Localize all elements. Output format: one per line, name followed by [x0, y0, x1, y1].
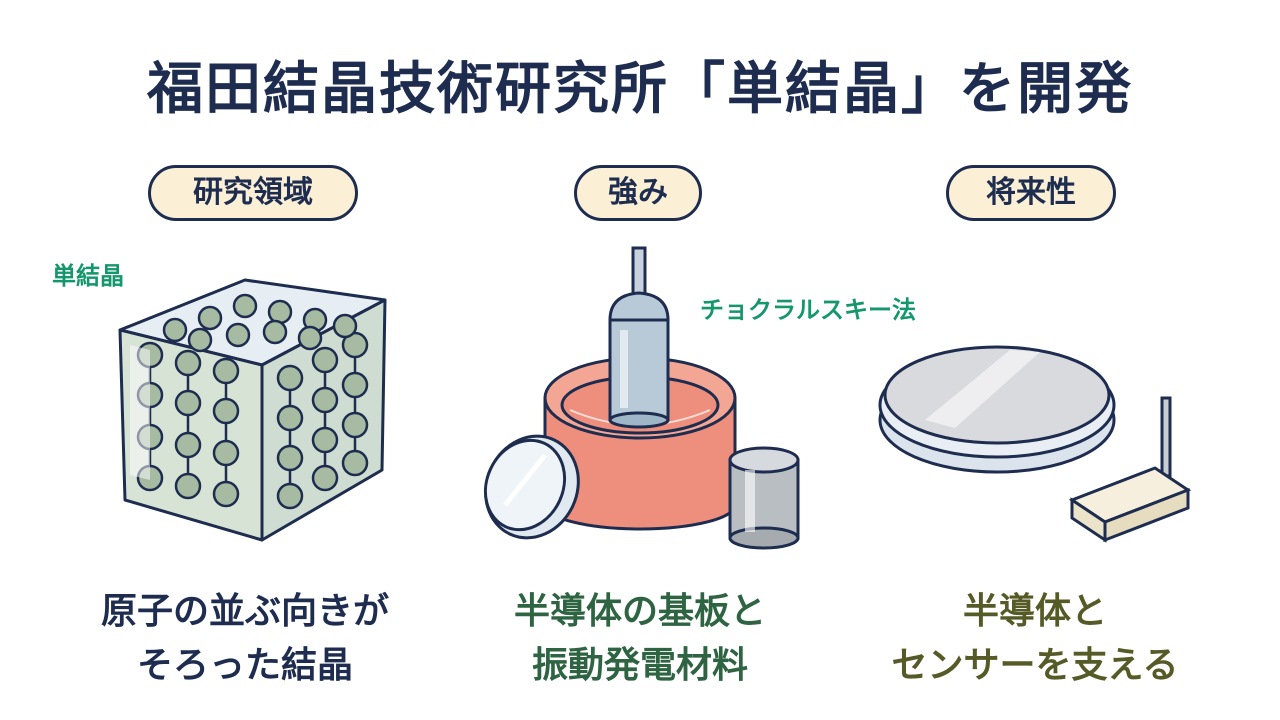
caption-strength: 半導体の基板と 振動発電材料	[450, 585, 830, 693]
atom	[332, 313, 358, 339]
glass-disc-icon	[483, 434, 580, 540]
caption-1-line-2: そろった結晶	[136, 645, 353, 686]
atom	[225, 322, 251, 348]
atom	[162, 317, 188, 343]
caption-3-line-1: 半導体と	[962, 591, 1107, 632]
atom	[311, 464, 339, 492]
page-title: 福田結晶技術研究所「単結晶」を開発	[147, 57, 1133, 122]
seed-rod-icon	[608, 246, 670, 429]
header-future: 将来性	[946, 165, 1116, 221]
atom	[174, 389, 202, 417]
atom	[174, 431, 202, 459]
metal-cylinder-icon	[728, 446, 800, 550]
callout-single-crystal: 単結晶	[52, 262, 124, 290]
caption-2-line-1: 半導体の基板と	[513, 591, 766, 632]
atom	[212, 439, 240, 467]
atom	[276, 444, 304, 472]
atom	[232, 293, 258, 319]
atom	[267, 299, 293, 325]
atom	[262, 319, 288, 345]
header-strength: 強み	[574, 165, 702, 221]
czochralski-crucible-icon	[543, 356, 737, 531]
atom	[311, 346, 339, 374]
atom	[212, 480, 240, 508]
atom	[276, 364, 304, 392]
atom-grid-top	[162, 293, 358, 353]
atom	[297, 325, 323, 351]
sensor-device-icon	[1068, 396, 1192, 543]
atom	[276, 482, 304, 510]
atom	[187, 327, 213, 353]
atom	[311, 426, 339, 454]
header-research-area: 研究領域	[148, 165, 358, 221]
caption-2-line-2: 振動発電材料	[531, 645, 748, 686]
wafer-icon	[878, 345, 1116, 474]
atom	[341, 449, 369, 477]
atom	[212, 397, 240, 425]
atom	[174, 349, 202, 377]
atom	[341, 411, 369, 439]
atom	[341, 371, 369, 399]
crystal-lattice-cube-icon	[118, 278, 387, 542]
caption-future: 半導体と センサーを支える	[845, 585, 1225, 693]
atom	[311, 386, 339, 414]
atom	[197, 305, 223, 331]
caption-3-line-2: センサーを支える	[891, 645, 1179, 686]
atom	[212, 357, 240, 385]
caption-research-area: 原子の並ぶ向きが そろった結晶	[55, 585, 435, 693]
callout-czochralski: チョクラルスキー法	[700, 296, 916, 324]
caption-1-line-1: 原子の並ぶ向きが	[100, 591, 389, 632]
atom	[174, 472, 202, 500]
atom-grid-side	[276, 331, 369, 510]
atom	[276, 404, 304, 432]
